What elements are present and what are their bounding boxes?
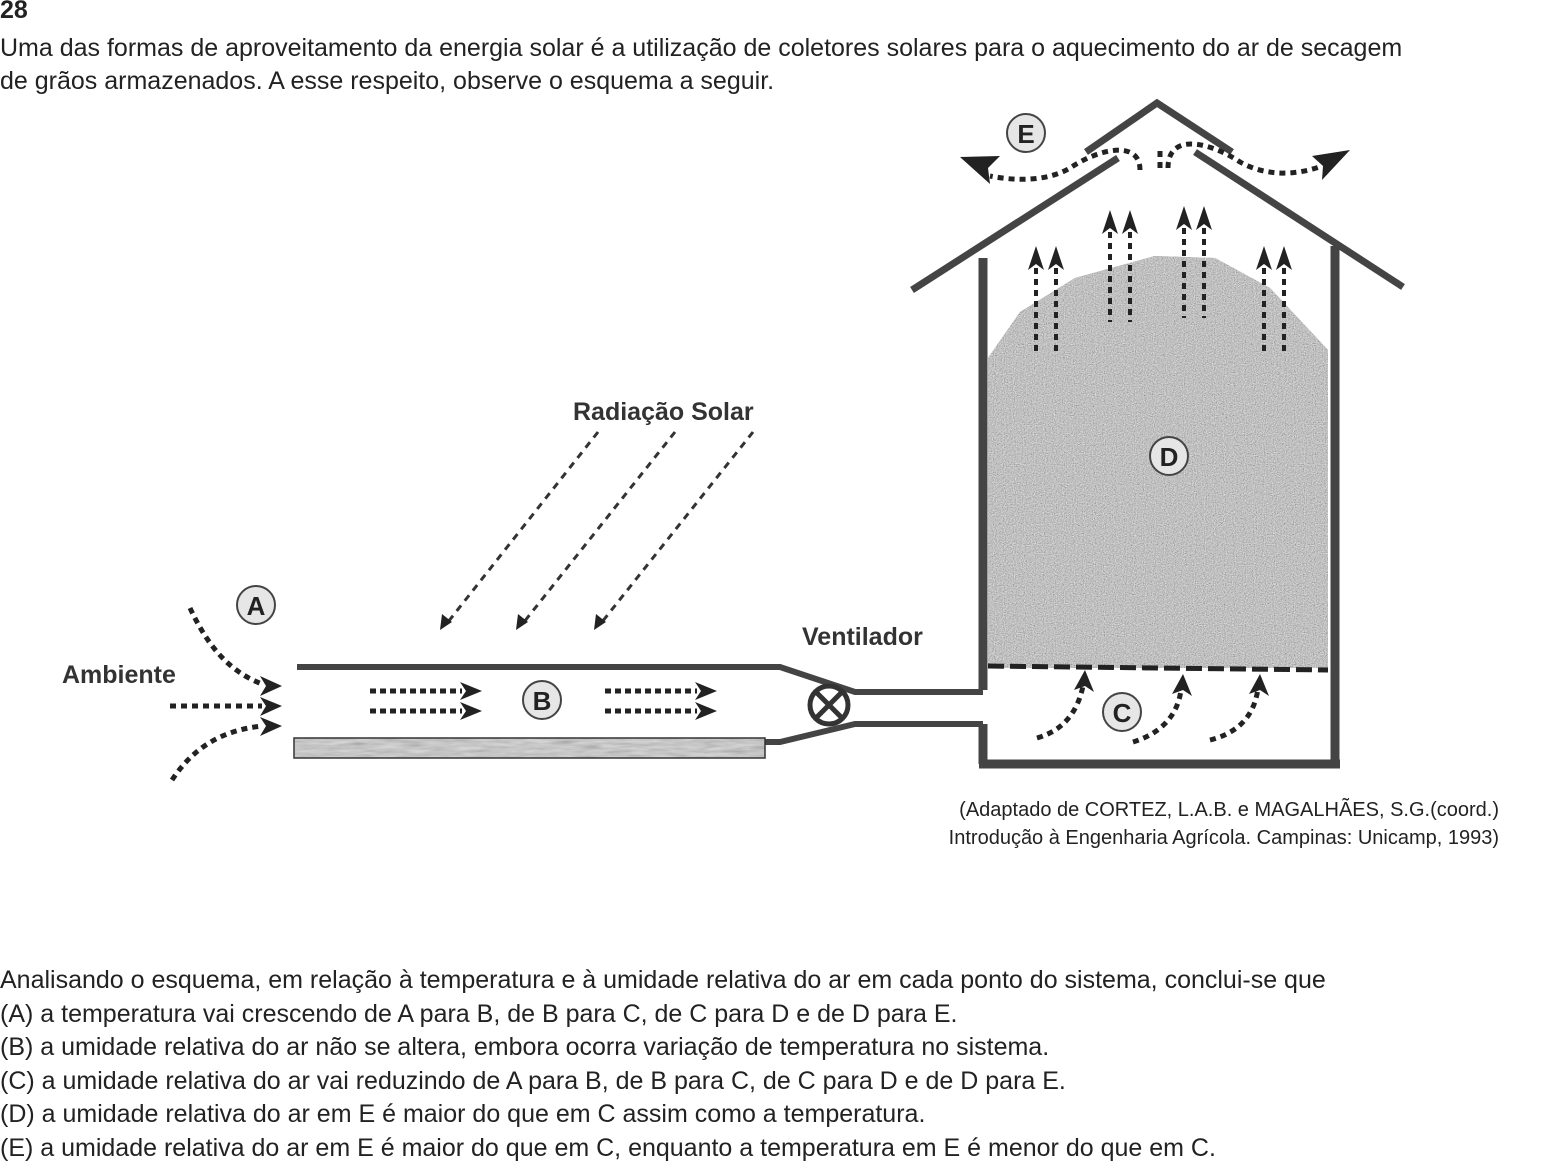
option-d[interactable]: (D) a umidade relativa do ar em E é maio… bbox=[0, 1098, 1326, 1132]
point-a: A bbox=[237, 586, 275, 624]
stem-line-1: Uma das formas de aproveitamento da ener… bbox=[0, 32, 1530, 65]
solar-collector bbox=[295, 667, 983, 742]
fan-icon bbox=[810, 686, 848, 724]
point-e: E bbox=[1007, 114, 1045, 152]
source-line-2: Introdução à Engenharia Agrícola. Campin… bbox=[949, 824, 1499, 852]
point-b: B bbox=[523, 681, 561, 719]
question-number: 28 bbox=[0, 0, 28, 25]
point-c-label: C bbox=[1113, 698, 1132, 728]
option-b[interactable]: (B) a umidade relativa do ar não se alte… bbox=[0, 1031, 1326, 1065]
exhaust-arrowheads bbox=[960, 150, 1350, 184]
point-c: C bbox=[1103, 693, 1141, 731]
point-d: D bbox=[1150, 437, 1188, 475]
question-stem: Uma das formas de aproveitamento da ener… bbox=[0, 32, 1530, 98]
plenum-airflow bbox=[1037, 686, 1258, 742]
source-line-1: (Adaptado de CORTEZ, L.A.B. e MAGALHÃES,… bbox=[949, 796, 1499, 824]
ambient-air-arrows bbox=[170, 608, 262, 780]
option-c[interactable]: (C) a umidade relativa do ar vai reduzin… bbox=[0, 1065, 1326, 1099]
source-citation: (Adaptado de CORTEZ, L.A.B. e MAGALHÃES,… bbox=[949, 796, 1499, 852]
ambient-arrowheads bbox=[260, 676, 282, 736]
ambient-label: Ambiente bbox=[62, 661, 176, 689]
solar-radiation-rays bbox=[448, 432, 753, 622]
exhaust-airflow bbox=[990, 144, 1322, 179]
solar-dryer-diagram: A B C D E Radiação Solar Ambiente Ventil… bbox=[0, 90, 1543, 790]
ray-arrowheads bbox=[440, 614, 606, 630]
point-e-label: E bbox=[1017, 119, 1034, 149]
plenum-arrowheads bbox=[1074, 670, 1269, 696]
question-body: Analisando o esquema, em relação à tempe… bbox=[0, 964, 1326, 1165]
option-a[interactable]: (A) a temperatura vai crescendo de A par… bbox=[0, 998, 1326, 1032]
option-e[interactable]: (E) a umidade relativa do ar em E é maio… bbox=[0, 1132, 1326, 1165]
collector-arrowheads bbox=[460, 682, 717, 720]
fan-label: Ventilador bbox=[802, 623, 923, 651]
point-d-label: D bbox=[1160, 442, 1179, 472]
point-a-label: A bbox=[247, 591, 266, 621]
question-prompt: Analisando o esquema, em relação à tempe… bbox=[0, 964, 1326, 998]
point-b-label: B bbox=[533, 686, 552, 716]
radiation-label: Radiação Solar bbox=[573, 398, 754, 426]
